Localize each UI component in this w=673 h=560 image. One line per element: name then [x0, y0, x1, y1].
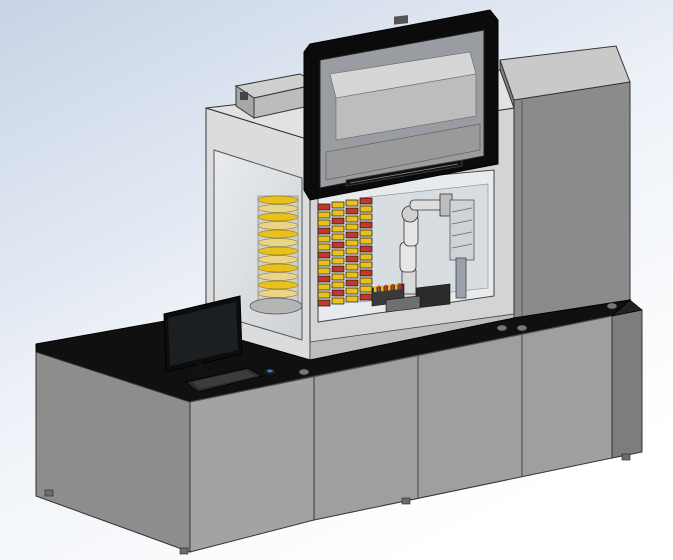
- tube-rack-slot: [331, 273, 345, 281]
- deck-tube: [398, 283, 401, 290]
- deck-tube: [377, 285, 380, 292]
- robotic-arm: [399, 193, 453, 295]
- base-counter: [35, 299, 643, 553]
- tube-rack-slot: [345, 263, 359, 271]
- carousel-plate: [257, 195, 299, 205]
- carousel-plate: [257, 246, 299, 256]
- tube-rack-slot: [331, 257, 345, 265]
- tube-rack-slot: [331, 217, 345, 225]
- deck-tube: [381, 285, 384, 292]
- tube-rack-slot: [317, 227, 331, 235]
- tube-rack-slot: [359, 213, 373, 221]
- tube-rack-slot: [345, 295, 359, 303]
- tube-rack-slot: [345, 215, 359, 223]
- tube-rack-slot: [359, 245, 373, 253]
- tube-rack-slot: [359, 261, 373, 269]
- tube-rack-slot: [359, 253, 373, 261]
- mouse: [262, 367, 278, 377]
- tube-rack-slot: [331, 225, 345, 233]
- tube-rack-slot: [317, 203, 331, 211]
- deck-tube: [391, 284, 394, 290]
- carousel-plate: [257, 238, 299, 247]
- tube-rack-slot: [331, 209, 345, 217]
- tube-rack-slot: [317, 275, 331, 283]
- tube-rack-slot: [345, 223, 359, 231]
- tube-rack-slot: [317, 219, 331, 227]
- tall-side-cabinet: [499, 45, 631, 319]
- tube-rack-slot: [331, 201, 345, 209]
- right-interior-racks: [449, 199, 475, 299]
- tube-rack-slot: [359, 205, 373, 213]
- tube-rack-slot: [331, 297, 345, 305]
- carousel-plate: [257, 280, 299, 290]
- tube-rack-slot: [345, 287, 359, 295]
- tube-rack-slot: [331, 281, 345, 289]
- tube-rack-slot: [345, 207, 359, 215]
- tube-rack-slot: [317, 291, 331, 299]
- tube-rack-slot: [345, 271, 359, 279]
- tube-rack-slot: [331, 249, 345, 257]
- tube-rack-slot: [345, 231, 359, 239]
- tube-rack-slot: [317, 211, 331, 219]
- tube-rack-slot: [345, 239, 359, 247]
- tube-rack-slot: [317, 259, 331, 267]
- tube-rack-slot: [359, 277, 373, 285]
- tube-rack-slot: [317, 283, 331, 291]
- tube-rack-slot: [331, 289, 345, 297]
- tube-rack-slot: [331, 233, 345, 241]
- carousel-plate: [257, 229, 299, 239]
- tube-rack-slot: [359, 285, 373, 293]
- tube-rack-slot: [317, 251, 331, 259]
- deck-tube: [388, 284, 391, 291]
- keyboard: [185, 367, 264, 393]
- carousel-plate: [257, 263, 299, 273]
- carousel-plate: [257, 272, 299, 281]
- tube-rack-slot: [359, 197, 373, 205]
- tube-rack-slot: [359, 229, 373, 237]
- vertical-tube-racks: [317, 197, 373, 307]
- tube-rack-slot: [359, 293, 373, 301]
- tube-rack-slot: [331, 265, 345, 273]
- carousel-plate: [257, 204, 299, 213]
- tube-rack-slot: [345, 247, 359, 255]
- leveling-feet: [44, 302, 631, 555]
- carousel-plate: [257, 289, 299, 298]
- tube-rack-slot: [317, 243, 331, 251]
- carousel-plate: [257, 255, 299, 264]
- deck-tube: [395, 283, 398, 290]
- tube-rack-slot: [317, 299, 331, 307]
- monitor: [163, 295, 243, 380]
- carousel-plate: [257, 212, 299, 222]
- tube-rack-slot: [345, 199, 359, 207]
- tube-rack-slot: [317, 235, 331, 243]
- deck-tube: [374, 286, 377, 292]
- carousel-plate: [257, 221, 299, 230]
- tube-rack-slot: [345, 279, 359, 287]
- deck-tube: [384, 284, 387, 291]
- tube-rack-slot: [359, 221, 373, 229]
- tube-rack-slot: [359, 237, 373, 245]
- tube-rack-slot: [317, 267, 331, 275]
- tube-rack-slot: [331, 241, 345, 249]
- carousel-rack: [249, 195, 303, 315]
- tube-rack-slot: [345, 255, 359, 263]
- door-handle: [345, 159, 463, 187]
- deck-items: [371, 283, 451, 313]
- tube-rack-slot: [359, 269, 373, 277]
- top-door-frame: [303, 9, 499, 201]
